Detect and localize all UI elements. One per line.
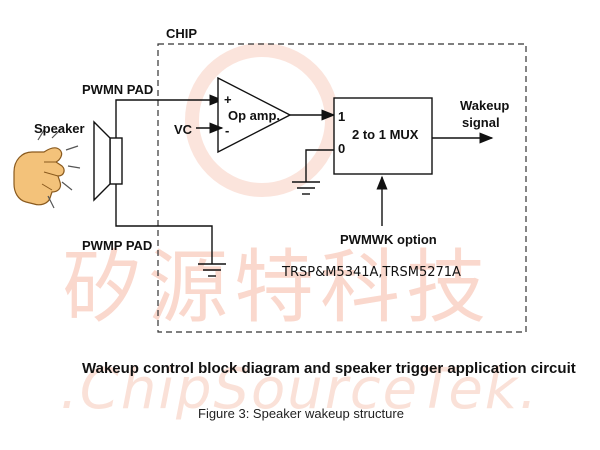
mux-input-0: 0	[338, 141, 345, 156]
ground-symbol-mux	[292, 181, 320, 195]
op-amp-label: Op amp.	[228, 108, 280, 123]
diagram-title: Wakeup control block diagram and speaker…	[82, 360, 576, 377]
chip-label: CHIP	[166, 26, 197, 41]
op-amp-plus: +	[224, 92, 232, 107]
hand-icon	[13, 127, 81, 209]
op-amp-symbol	[217, 76, 292, 154]
watermark-chinese: 矽源特科技	[62, 241, 492, 334]
vc-label: VC	[174, 122, 193, 137]
speaker-icon	[93, 120, 123, 202]
mux-block	[333, 97, 433, 175]
watermark: 矽源特科技 .ChipSourceTek.	[60, 43, 539, 422]
pwmp-wire	[115, 184, 213, 264]
figure-caption: Figure 3: Speaker wakeup structure	[198, 406, 404, 421]
pwmn-pad-label: PWMN PAD	[82, 82, 153, 97]
part-numbers: TRSP&M5341A,TRSM5271A	[281, 265, 461, 280]
chip-boundary	[157, 43, 527, 333]
wakeup-label-line2: signal	[462, 115, 500, 130]
ground-symbol-pwmp	[198, 263, 226, 277]
mux-0-wire	[305, 149, 334, 182]
watermark-english: .ChipSourceTek.	[60, 357, 539, 422]
wakeup-label-line1: Wakeup	[460, 98, 509, 113]
speaker-label: Speaker	[34, 121, 85, 136]
op-amp-minus: -	[225, 123, 229, 138]
mux-label: 2 to 1 MUX	[352, 127, 419, 142]
mux-input-1: 1	[338, 109, 345, 124]
pwmwk-option-label: PWMWK option	[340, 232, 437, 247]
pwmp-pad-label: PWMP PAD	[82, 238, 152, 253]
pwmn-wire	[115, 94, 224, 138]
